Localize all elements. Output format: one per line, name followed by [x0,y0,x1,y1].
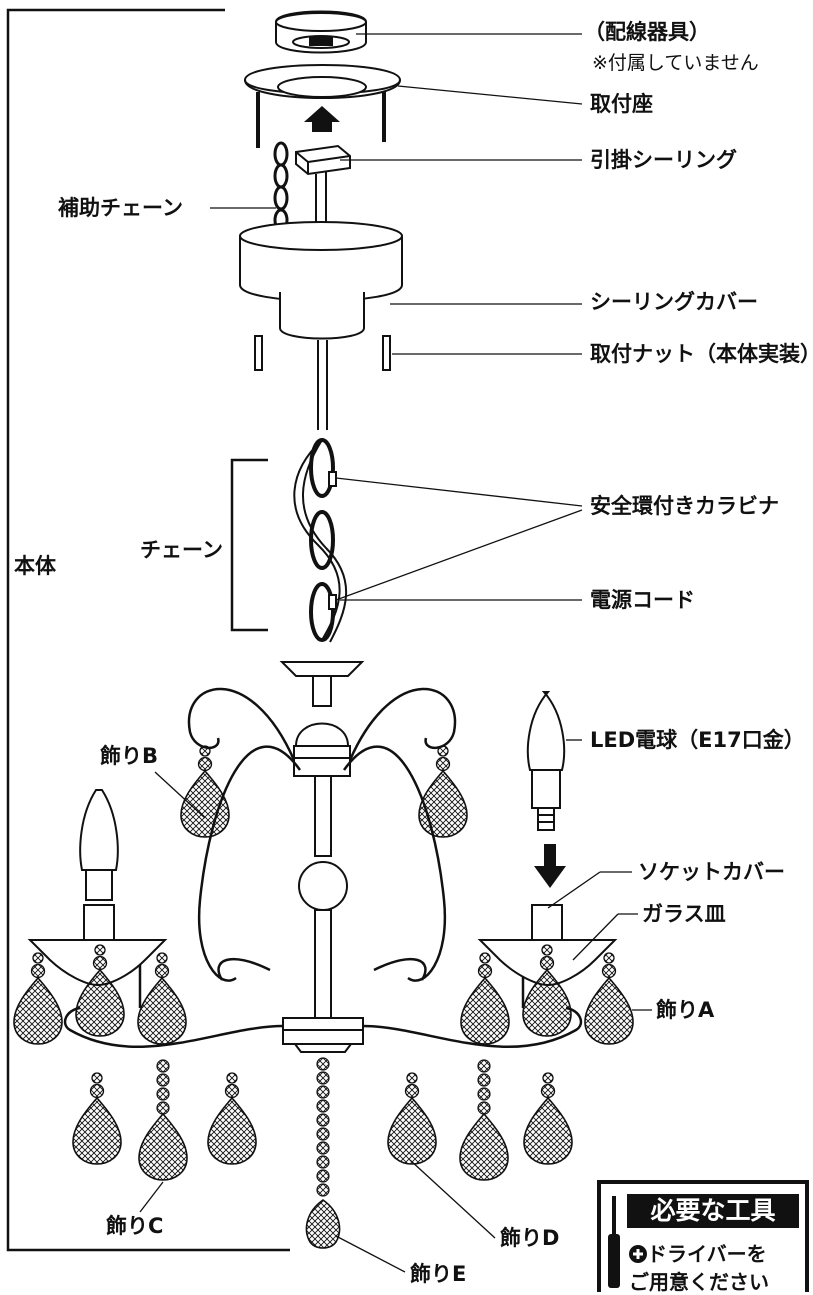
chain-bracket [230,458,268,632]
label-deco-d: 飾りD [500,1226,560,1250]
label-mount-nut: 取付ナット（本体実装） [590,342,813,366]
down-arrow-icon [534,844,566,888]
label-glass-dish: ガラス皿 [642,902,726,926]
ceiling-cover [239,221,403,340]
nut-left [254,335,263,371]
required-tools-box: 必要な工具 ドライバーを ご用意ください [597,1180,809,1294]
tools-title: 必要な工具 [627,1194,799,1228]
label-body: 本体 [14,554,56,578]
arms [63,687,583,1049]
hook-ceiling [295,144,351,230]
up-arrow-icon [304,106,340,132]
screwdriver-icon [608,1196,620,1288]
wiring-device [275,10,367,54]
label-power-cord: 電源コード [590,588,695,612]
main-chain [293,340,348,643]
label-carabiner: 安全環付きカラビナ [590,494,779,518]
crystals [13,745,634,1249]
label-chain: チェーン [140,538,223,562]
label-socket-cover: ソケットカバー [638,860,785,884]
led-bulb [526,691,566,831]
label-ceiling-cover: シーリングカバー [590,290,758,314]
label-deco-c: 飾りC [106,1214,164,1238]
label-wiring: （配線器具） [584,20,710,44]
label-mount-plate: 取付座 [590,92,653,116]
aux-chain [273,141,289,232]
plus-screwdriver-icon [629,1245,647,1263]
label-deco-b: 飾りB [100,744,159,768]
center-column [279,661,365,1053]
label-deco-a: 飾りA [656,998,715,1022]
tools-line-2: ご用意ください [629,1270,769,1294]
label-aux-chain: 補助チェーン [58,196,183,220]
body-bracket [6,8,290,1252]
label-wiring-note: ※付属していません [592,52,759,74]
left-bulb [79,789,119,901]
socket-cover [531,904,563,941]
leader-lines [139,33,652,1273]
tools-line-1: ドライバーを [629,1238,767,1267]
label-deco-e: 飾りE [410,1262,467,1286]
mount-plate [243,64,402,148]
nut-right [382,335,391,371]
tools-line-1-text: ドライバーを [647,1242,767,1266]
label-hook-ceiling: 引掛シーリング [590,148,737,172]
label-bulb: LED電球（E17口金） [590,728,805,752]
